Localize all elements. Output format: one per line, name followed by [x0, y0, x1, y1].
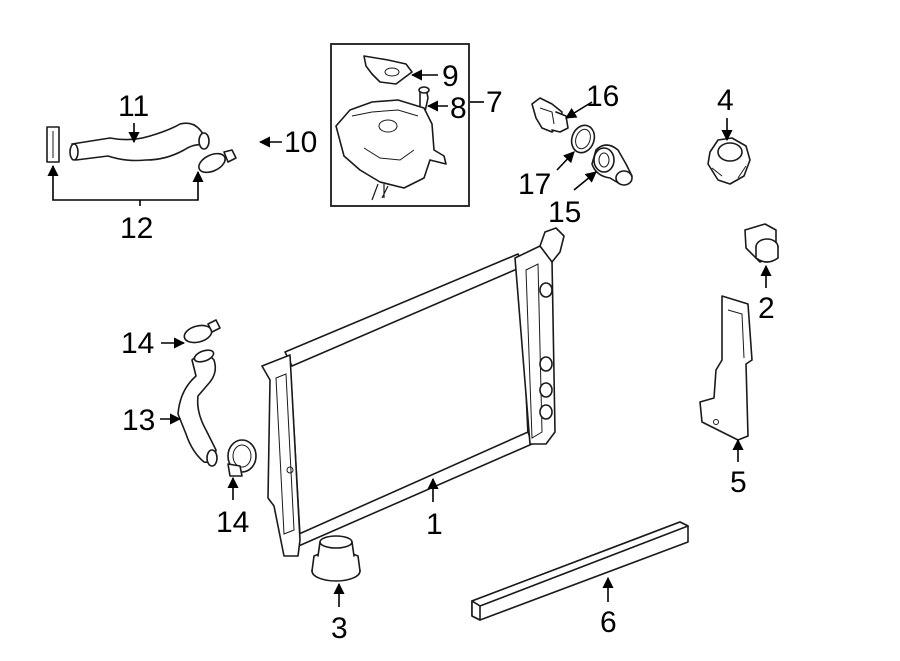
reservoir-inset — [330, 43, 470, 207]
callout-labels: 1 2 3 4 5 6 7 8 9 10 11 12 13 14 14 15 1… — [118, 60, 775, 645]
callout-14-upper: 14 — [121, 327, 154, 360]
callout-15: 15 — [548, 196, 581, 229]
upper-clamp — [183, 319, 221, 344]
callout-17: 17 — [518, 168, 551, 201]
callout-6: 6 — [600, 606, 617, 639]
callout-9: 9 — [442, 60, 459, 93]
thermostat-seal — [570, 124, 596, 154]
reservoir-cap — [707, 137, 751, 185]
hose-marker — [46, 126, 60, 163]
thermostat-housing — [591, 144, 633, 186]
callout-14-lower: 14 — [216, 506, 249, 539]
callout-5: 5 — [730, 466, 747, 499]
callout-1: 1 — [426, 508, 443, 541]
side-air-baffle — [699, 295, 753, 441]
callout-7: 7 — [486, 86, 503, 119]
callout-10: 10 — [284, 126, 317, 159]
callout-13: 13 — [122, 404, 155, 437]
lower-air-seal — [471, 521, 689, 621]
overflow-tube — [102, 52, 268, 279]
callout-11: 11 — [118, 90, 149, 123]
callout-8: 8 — [450, 92, 467, 125]
callout-12: 12 — [120, 212, 153, 245]
lower-hose — [177, 349, 218, 467]
radiator — [261, 227, 565, 557]
upper-hose — [69, 122, 210, 162]
callout-4: 4 — [717, 84, 734, 117]
callout-3: 3 — [331, 612, 348, 645]
leader-lines — [47, 69, 772, 607]
callout-2: 2 — [758, 292, 775, 325]
upper-hose-clamp — [198, 149, 237, 174]
lower-clamp — [227, 439, 257, 477]
lower-insulator — [311, 535, 361, 582]
thermostat — [531, 97, 569, 133]
callout-16: 16 — [586, 80, 619, 113]
upper-insulator — [744, 223, 779, 263]
